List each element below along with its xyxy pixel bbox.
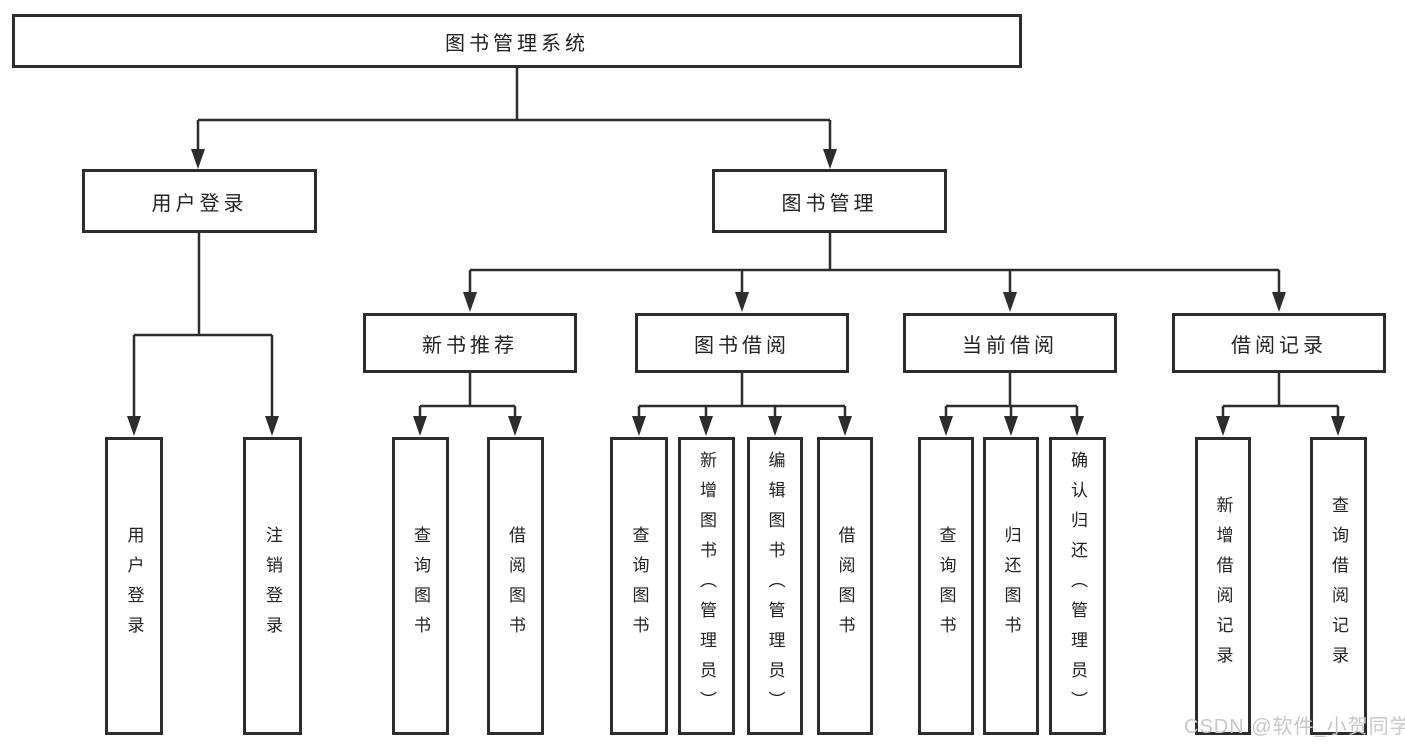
leaf-confirm-return-admin-label: 确认归还（管理员） (1068, 451, 1087, 721)
leaf-return-book-label: 归还图书 (1001, 526, 1021, 646)
leaf-confirm-return-admin: 确认归还（管理员） (1049, 437, 1106, 735)
leaf-query-books-borrow: 查询图书 (610, 437, 668, 735)
node-current-borrow: 当前借阅 (903, 313, 1117, 373)
leaf-borrow-books: 借阅图书 (817, 437, 873, 735)
node-user-login: 用户登录 (82, 169, 317, 233)
leaf-query-books-recommend: 查询图书 (392, 437, 449, 735)
node-book-borrow: 图书借阅 (635, 313, 849, 373)
leaf-add-book-admin-label: 新增图书（管理员） (697, 451, 716, 721)
leaf-logout: 注销登录 (243, 437, 302, 735)
leaf-borrow-books-label: 借阅图书 (835, 526, 855, 646)
leaf-query-books-recommend-label: 查询图书 (411, 526, 430, 646)
leaf-add-book-admin: 新增图书（管理员） (678, 437, 735, 735)
csdn-watermark: CSDN @软件_小贺同学 (1184, 716, 1405, 738)
leaf-query-books-borrow-label: 查询图书 (629, 526, 649, 646)
leaf-add-borrow-record: 新增借阅记录 (1195, 437, 1251, 735)
node-library-management-system: 图书管理系统 (12, 14, 1022, 68)
leaf-return-book: 归还图书 (983, 437, 1039, 735)
leaf-borrow-books-recommend: 借阅图书 (487, 437, 544, 735)
leaf-edit-book-admin-label: 编辑图书（管理员） (765, 451, 785, 721)
leaf-borrow-books-recommend-label: 借阅图书 (506, 526, 525, 646)
node-book-management: 图书管理 (712, 169, 947, 233)
leaf-query-books-current: 查询图书 (918, 437, 974, 735)
node-borrow-records: 借阅记录 (1172, 313, 1386, 373)
leaf-query-books-current-label: 查询图书 (936, 526, 956, 646)
leaf-logout-label: 注销登录 (263, 526, 282, 646)
leaf-query-borrow-record: 查询借阅记录 (1310, 437, 1367, 735)
leaf-user-login-label: 用户登录 (124, 526, 144, 646)
leaf-query-borrow-record-label: 查询借阅记录 (1329, 496, 1348, 676)
leaf-edit-book-admin: 编辑图书（管理员） (747, 437, 803, 735)
leaf-user-login: 用户登录 (105, 437, 163, 735)
leaf-add-borrow-record-label: 新增借阅记录 (1213, 496, 1233, 676)
node-new-book-recommend: 新书推荐 (363, 313, 577, 373)
